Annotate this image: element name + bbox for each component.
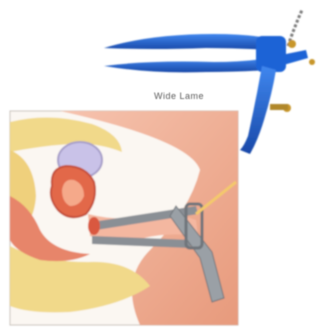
cervix [88, 217, 100, 235]
speculum-screw-top [288, 40, 296, 48]
speculum-lower-blade [104, 58, 268, 72]
speculum-screw-side [309, 59, 315, 65]
speculum-screw-rod [270, 104, 288, 110]
figure-caption: Wide Lame [124, 91, 234, 101]
pelvic-anatomy-illustration [10, 111, 238, 325]
speculum-hinge [256, 36, 286, 72]
speculum-upper-blade [104, 34, 270, 50]
